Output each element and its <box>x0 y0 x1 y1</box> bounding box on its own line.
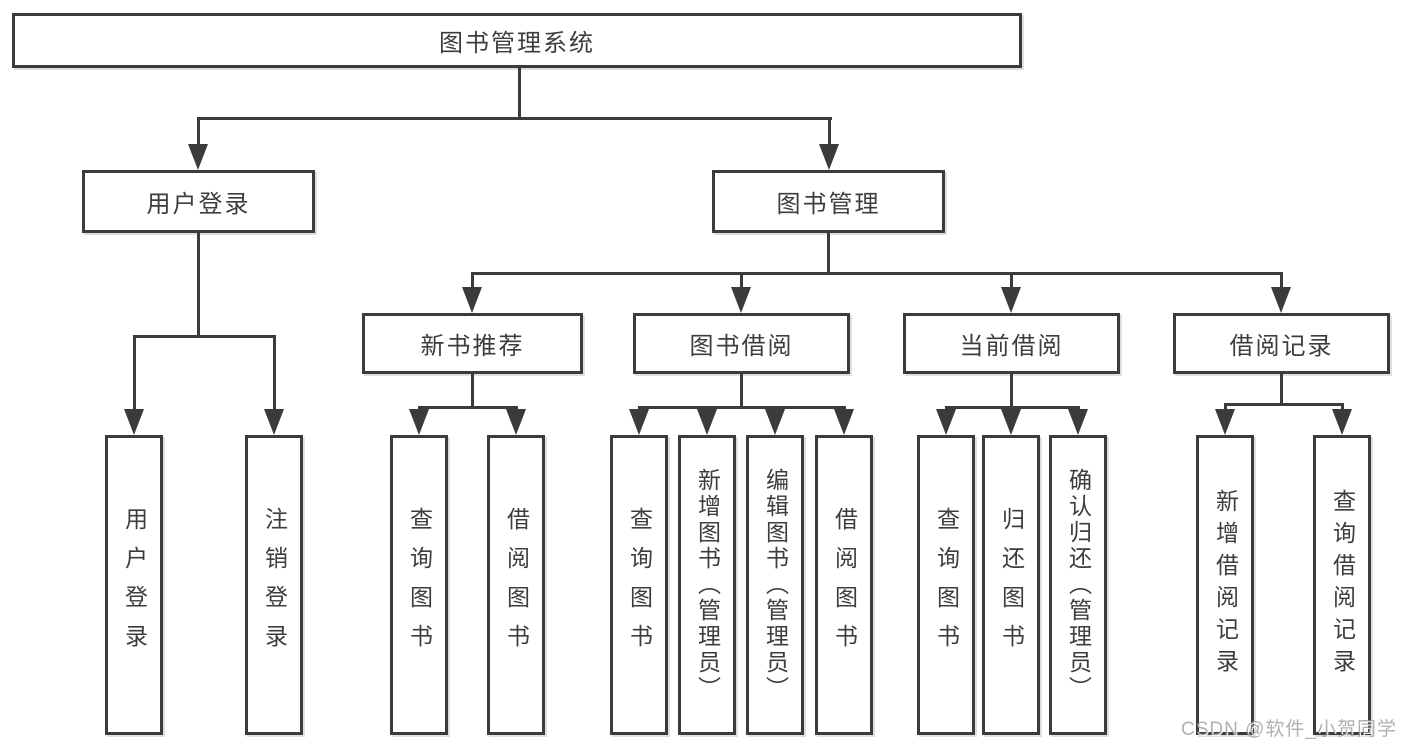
connector-line <box>1010 374 1013 406</box>
connector-line <box>471 272 1283 275</box>
connector-line <box>740 272 743 290</box>
arrow-down-icon <box>1332 409 1352 435</box>
connector-line <box>133 335 276 338</box>
connector-line <box>1341 403 1344 413</box>
node-borrow-records: 借阅记录 <box>1173 313 1390 374</box>
leaf-add-book-admin: 新增图书（管理员） <box>678 435 736 735</box>
node-book-borrow: 图书借阅 <box>633 313 850 374</box>
watermark: CSDN @软件_小贺同学 <box>1181 719 1397 740</box>
arrow-down-icon <box>834 409 854 435</box>
leaf-borrow-books-recommend: 借阅图书 <box>487 435 545 735</box>
node-new-book-recommend: 新书推荐 <box>362 313 583 374</box>
connector-line <box>1280 272 1283 290</box>
leaf-user-login: 用户登录 <box>105 435 163 735</box>
arrow-down-icon <box>697 409 717 435</box>
arrow-down-icon <box>819 144 839 170</box>
node-book-management: 图书管理 <box>712 170 945 233</box>
arrow-down-icon <box>409 409 429 435</box>
arrow-down-icon <box>124 409 144 435</box>
connector-line <box>740 374 743 406</box>
connector-line <box>828 117 831 150</box>
connector-line <box>273 335 276 412</box>
leaf-query-borrow-record: 查询借阅记录 <box>1313 435 1371 735</box>
arrow-down-icon <box>1271 287 1291 313</box>
leaf-confirm-return-admin: 确认归还（管理员） <box>1049 435 1107 735</box>
leaf-return-book: 归还图书 <box>982 435 1040 735</box>
node-current-borrow: 当前借阅 <box>903 313 1120 374</box>
connector-line <box>418 406 518 409</box>
connector-line <box>827 233 830 272</box>
connector-line <box>518 68 521 117</box>
leaf-edit-book-admin: 编辑图书（管理员） <box>746 435 804 735</box>
connector-line <box>197 117 832 120</box>
arrow-down-icon <box>629 409 649 435</box>
arrow-down-icon <box>936 409 956 435</box>
leaf-logout: 注销登录 <box>245 435 303 735</box>
node-user-login: 用户登录 <box>82 170 315 233</box>
connector-line <box>133 335 136 412</box>
arrow-down-icon <box>1001 287 1021 313</box>
leaf-query-books-borrow: 查询图书 <box>610 435 668 735</box>
arrow-down-icon <box>1068 409 1088 435</box>
leaf-query-books-recommend: 查询图书 <box>390 435 448 735</box>
connector-line <box>1224 403 1227 413</box>
arrow-down-icon <box>264 409 284 435</box>
connector-line <box>197 117 200 150</box>
leaf-query-books-current: 查询图书 <box>917 435 975 735</box>
arrow-down-icon <box>188 144 208 170</box>
arrow-down-icon <box>765 409 785 435</box>
arrow-down-icon <box>506 409 526 435</box>
connector-line <box>1280 374 1283 403</box>
connector-line <box>471 272 474 290</box>
connector-line <box>638 406 846 409</box>
node-root: 图书管理系统 <box>12 13 1022 68</box>
connector-line <box>1224 403 1344 406</box>
arrow-down-icon <box>1215 409 1235 435</box>
connector-line <box>1010 272 1013 290</box>
connector-line <box>197 233 200 335</box>
leaf-add-borrow-record: 新增借阅记录 <box>1196 435 1254 735</box>
arrow-down-icon <box>462 287 482 313</box>
leaf-borrow-books: 借阅图书 <box>815 435 873 735</box>
connector-line <box>471 374 474 406</box>
arrow-down-icon <box>731 287 751 313</box>
arrow-down-icon <box>1001 409 1021 435</box>
